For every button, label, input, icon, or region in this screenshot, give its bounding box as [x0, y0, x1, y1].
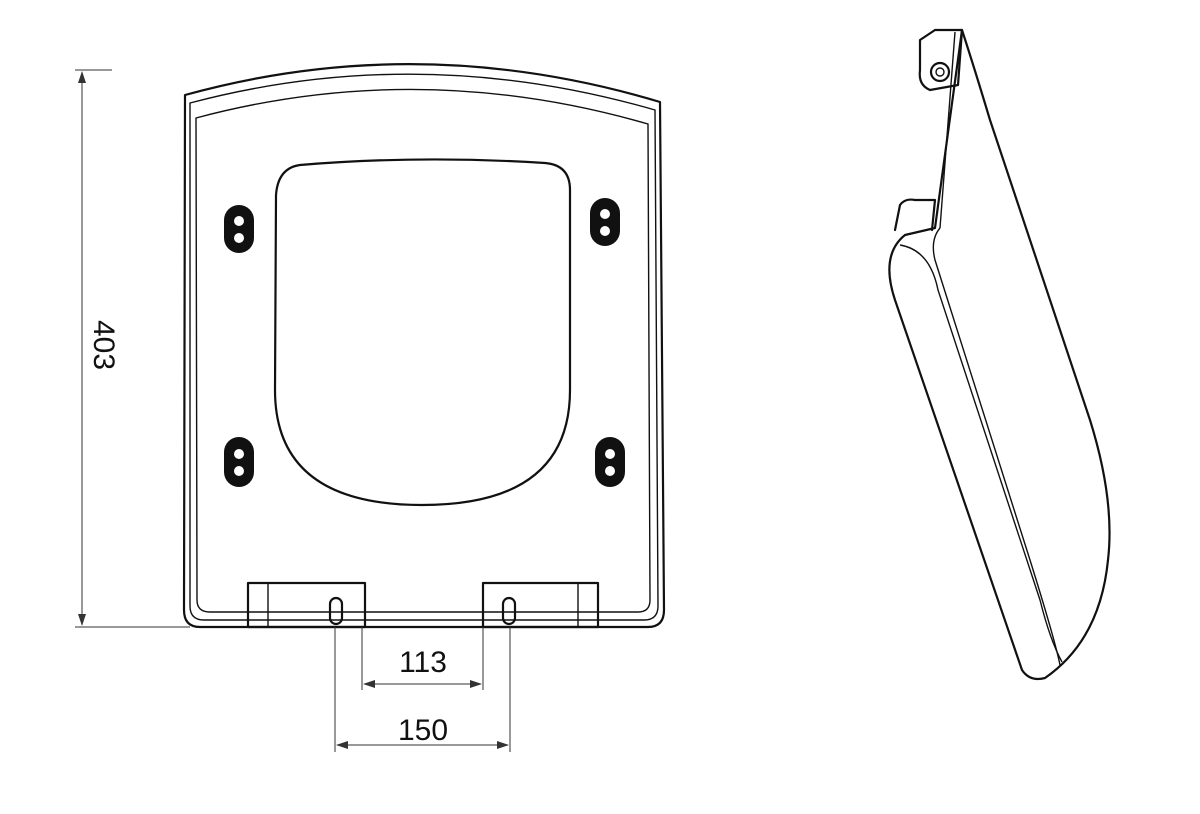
- side-view: [888, 28, 1111, 681]
- hinge-left: [246, 581, 367, 629]
- bumper-bottom-left: [224, 437, 254, 487]
- outer-spacing-dimension: 150: [334, 627, 511, 752]
- bumper-top-right: [590, 198, 620, 246]
- seat-opening: [273, 158, 572, 507]
- inner-spacing-dimension: 113: [361, 627, 484, 690]
- height-label: 403: [87, 320, 120, 370]
- height-dimension: 403: [75, 69, 190, 628]
- inner-spacing-label: 113: [399, 646, 447, 679]
- outer-spacing-label: 150: [398, 714, 448, 747]
- bumper-bottom-right: [595, 437, 625, 487]
- bumper-top-left: [224, 205, 254, 253]
- hinge-right: [481, 581, 600, 629]
- front-view: [182, 63, 666, 629]
